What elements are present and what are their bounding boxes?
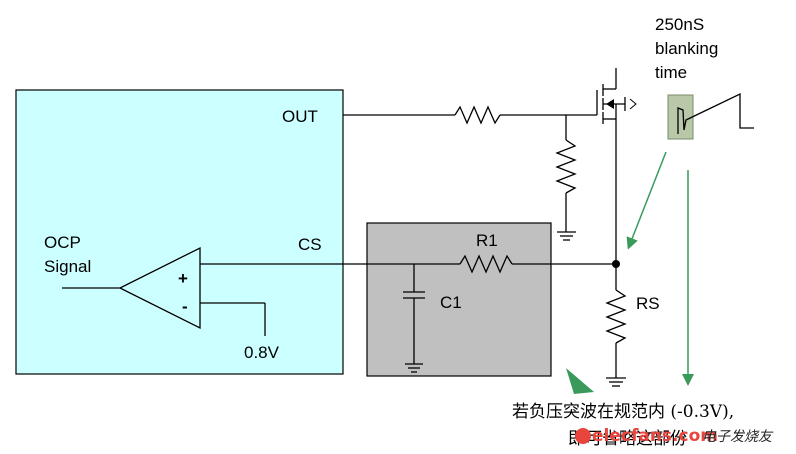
r1-label: R1 bbox=[476, 231, 498, 250]
watermark-cn: 电子发烧友 bbox=[702, 429, 774, 445]
current-waveform bbox=[677, 92, 754, 134]
watermark-site: elecfans.com bbox=[592, 426, 718, 446]
watermark-logo bbox=[575, 428, 591, 444]
controller-block bbox=[15, 89, 344, 375]
blanking-line2: blanking bbox=[655, 39, 718, 58]
rs-label: RS bbox=[636, 294, 660, 313]
ground-symbol-rs bbox=[606, 377, 626, 387]
blanking-window bbox=[667, 94, 694, 140]
r1-resistor bbox=[459, 254, 513, 274]
ground-symbol-pulldown bbox=[557, 231, 576, 241]
pulldown-resistor bbox=[555, 139, 577, 194]
blanking-line1: 250nS bbox=[655, 15, 704, 34]
comparator-plus: + bbox=[178, 269, 188, 288]
comparator-minus: - bbox=[182, 297, 188, 316]
c1-label: C1 bbox=[440, 293, 462, 312]
out-pin-label: OUT bbox=[282, 107, 318, 126]
cs-pin-label: CS bbox=[298, 235, 322, 254]
arrow-head-large bbox=[566, 368, 594, 394]
arrow-to-node bbox=[626, 151, 667, 250]
comparator bbox=[118, 246, 201, 330]
blanking-line3: time bbox=[655, 63, 687, 82]
mosfet bbox=[596, 68, 637, 264]
ocp-label: OCP bbox=[44, 233, 81, 252]
rs-resistor bbox=[605, 289, 627, 344]
signal-label: Signal bbox=[44, 257, 91, 276]
annotation-line2: 即可省略这部份 bbox=[568, 429, 687, 449]
annotation-line1: 若负压突波在规范内 (-0.3V), bbox=[512, 402, 734, 422]
filter-block bbox=[366, 222, 552, 377]
c1-capacitor bbox=[403, 264, 425, 373]
gate-resistor bbox=[454, 105, 501, 125]
reference-voltage: 0.8V bbox=[244, 343, 280, 362]
